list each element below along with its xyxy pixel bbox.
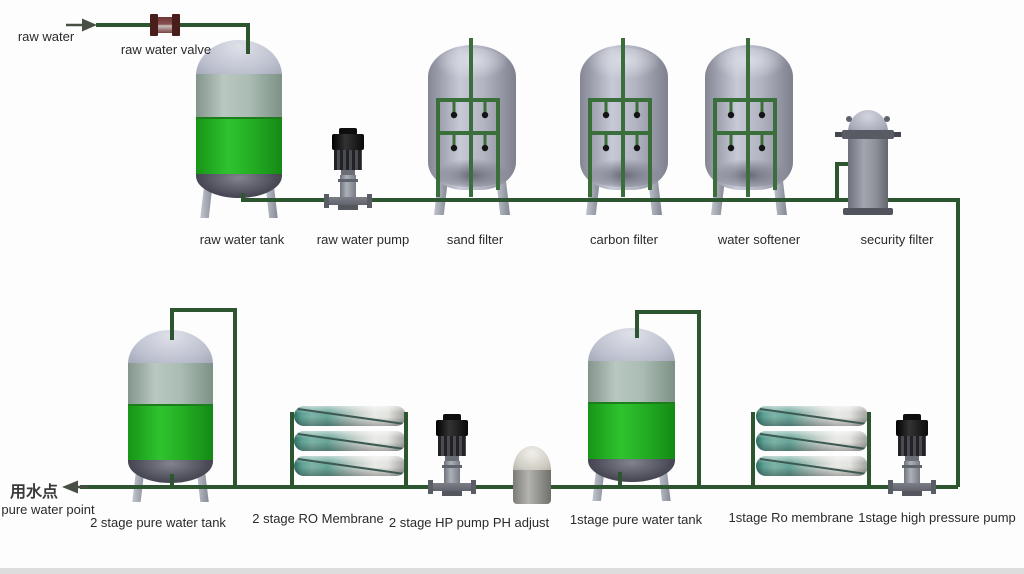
label-raw-water-pump: raw water pump xyxy=(316,232,410,247)
label-raw-water-tank: raw water tank xyxy=(199,232,285,247)
label-stage2-hp-pump: 2 stage HP pump xyxy=(388,515,490,530)
lid-clamp-ring xyxy=(835,130,901,139)
label-raw-water-valve: raw water valve xyxy=(120,42,212,57)
label-use-point-cn: 用水点 xyxy=(9,484,59,501)
pump-foot xyxy=(902,491,922,496)
pump-foot xyxy=(442,491,462,496)
pump-neck xyxy=(341,170,355,175)
security-filter-lid xyxy=(848,110,888,132)
pump-column xyxy=(338,175,358,197)
label-stage1-ro-membrane: 1stage Ro membrane xyxy=(728,510,854,525)
label-water-softener: water softener xyxy=(717,232,801,247)
label-sand-filter: sand filter xyxy=(446,232,504,247)
label-carbon-filter: carbon filter xyxy=(590,232,658,247)
tank-shell xyxy=(196,73,282,118)
label-stage1-hp-pump: 1stage high pressure pump xyxy=(858,510,1016,525)
pump-stage-body xyxy=(334,150,362,170)
lid-bolt xyxy=(884,116,890,122)
label-stage2-pure-water-tank: 2 stage pure water tank xyxy=(90,515,226,530)
pump-motor xyxy=(332,134,364,150)
bottom-edge-strip xyxy=(0,568,1024,574)
label-stage2-ro-membrane: 2 stage RO Membrane xyxy=(252,511,384,526)
lid-bolt xyxy=(846,116,852,122)
label-pure-water-point: pure water point xyxy=(1,502,95,517)
pump-cap xyxy=(339,128,357,134)
label-ph-adjust: PH adjust xyxy=(492,515,550,530)
label-stage1-pure-water-tank: 1stage pure water tank xyxy=(569,512,703,527)
label-security-filter: security filter xyxy=(860,232,934,247)
label-raw-water: raw water xyxy=(17,29,75,44)
tank-water-level xyxy=(196,116,282,176)
